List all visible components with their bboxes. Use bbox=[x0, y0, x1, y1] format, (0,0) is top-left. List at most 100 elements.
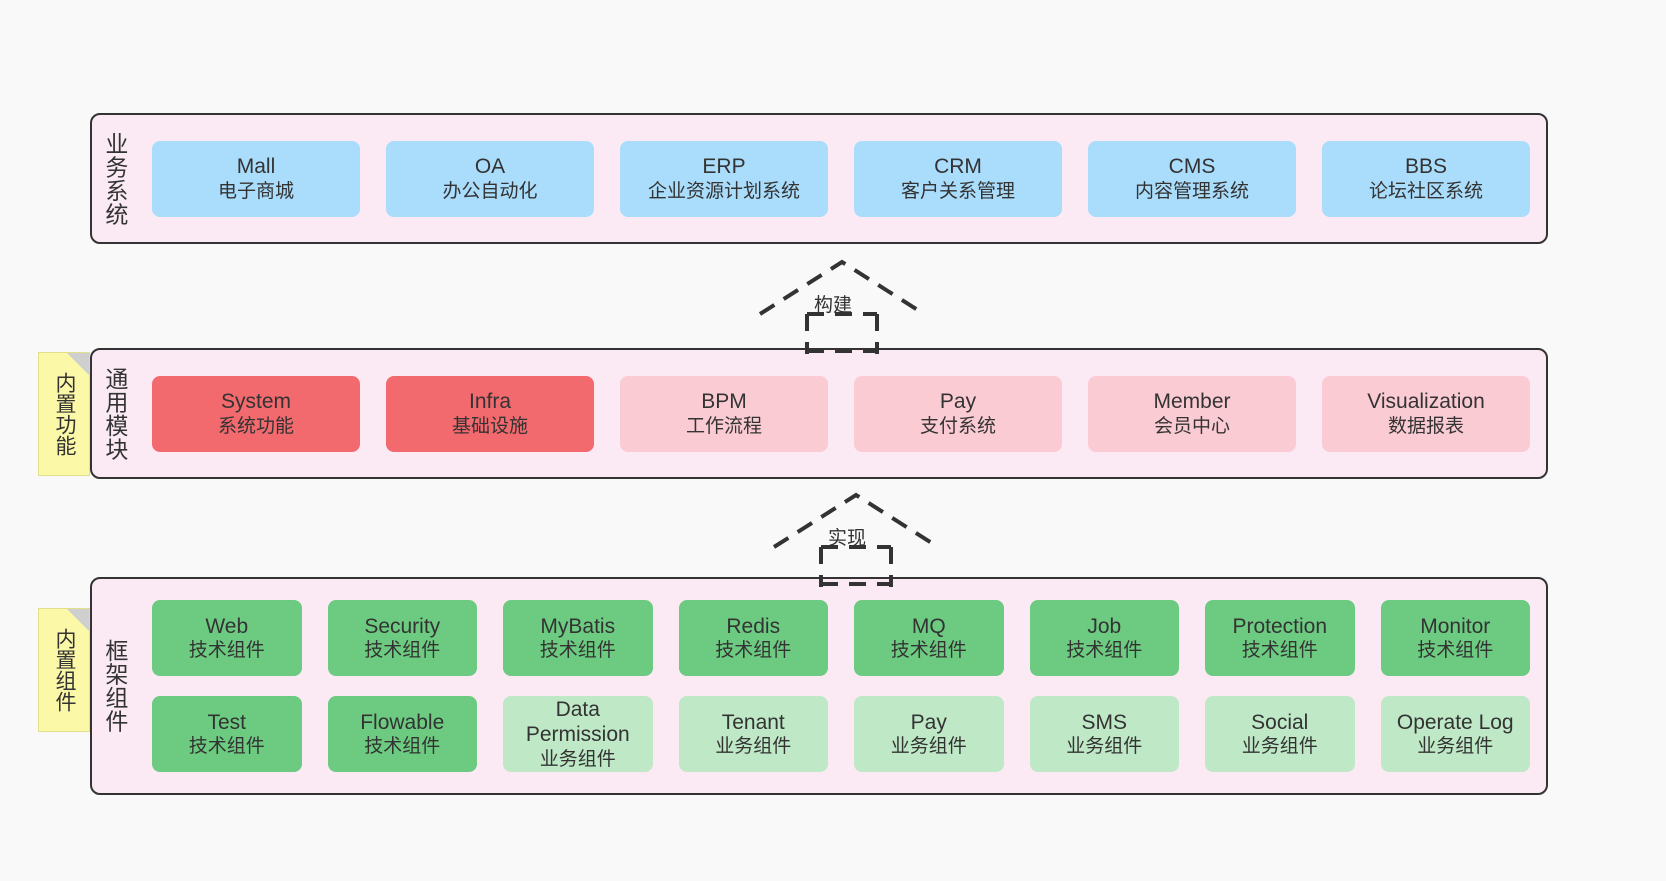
arrow-implement: 实现 bbox=[766, 487, 946, 587]
arrow-build-icon bbox=[758, 259, 926, 354]
note-builtin-function: 内置功能 bbox=[38, 352, 90, 476]
layer-row: Web 技术组件 Security 技术组件 MyBatis 技术组件 Redi… bbox=[152, 600, 1530, 676]
node-title: Monitor bbox=[1420, 614, 1491, 638]
node-title: ERP bbox=[702, 155, 746, 179]
node-title: Security bbox=[364, 614, 441, 638]
node-subtitle: 办公自动化 bbox=[442, 180, 538, 202]
node-title: Tenant bbox=[721, 710, 785, 734]
layer-common-module: 通用模块 System 系统功能 Infra 基础设施 BPM 工作流程 Pay… bbox=[90, 348, 1548, 479]
node-title: Flowable bbox=[360, 710, 445, 734]
layer-body-common-module: System 系统功能 Infra 基础设施 BPM 工作流程 Pay 支付系统… bbox=[136, 350, 1546, 477]
node-job[interactable]: Job 技术组件 bbox=[1029, 600, 1179, 676]
node-title: Web bbox=[205, 614, 249, 638]
note-fold-icon bbox=[67, 609, 89, 631]
node-subtitle: 业务组件 bbox=[890, 736, 967, 758]
layer-body-framework-component: Web 技术组件 Security 技术组件 MyBatis 技术组件 Redi… bbox=[136, 579, 1546, 793]
node-security[interactable]: Security 技术组件 bbox=[327, 600, 477, 676]
node-subtitle: 业务组件 bbox=[539, 749, 616, 771]
node-subtitle: 技术组件 bbox=[364, 640, 441, 662]
layer-title-framework-component: 框架组件 bbox=[101, 639, 128, 733]
node-visualization[interactable]: Visualization 数据报表 bbox=[1322, 375, 1530, 452]
node-monitor[interactable]: Monitor 技术组件 bbox=[1380, 600, 1530, 676]
node-pay-business[interactable]: Pay 业务组件 bbox=[854, 696, 1004, 772]
node-subtitle: 技术组件 bbox=[1241, 640, 1318, 662]
node-system[interactable]: System 系统功能 bbox=[152, 375, 360, 452]
node-test[interactable]: Test 技术组件 bbox=[152, 696, 302, 772]
node-subtitle: 技术组件 bbox=[364, 736, 441, 758]
node-cms[interactable]: CMS 内容管理系统 bbox=[1088, 140, 1296, 217]
node-mq[interactable]: MQ 技术组件 bbox=[854, 600, 1004, 676]
node-title: System bbox=[220, 390, 291, 414]
node-subtitle: 支付系统 bbox=[919, 415, 996, 437]
node-flowable[interactable]: Flowable 技术组件 bbox=[327, 696, 477, 772]
node-subtitle: 技术组件 bbox=[539, 640, 616, 662]
layer-framework-component: 框架组件 Web 技术组件 Security 技术组件 MyBatis 技术组件… bbox=[90, 577, 1548, 795]
node-infra[interactable]: Infra 基础设施 bbox=[386, 375, 594, 452]
node-title: CRM bbox=[934, 155, 982, 179]
node-subtitle: 业务组件 bbox=[1241, 736, 1318, 758]
node-subtitle: 技术组件 bbox=[890, 640, 967, 662]
node-subtitle: 企业资源计划系统 bbox=[647, 180, 800, 202]
node-title: CMS bbox=[1168, 155, 1216, 179]
layer-row: Mall 电子商城 OA 办公自动化 ERP 企业资源计划系统 CRM 客户关系… bbox=[152, 140, 1530, 217]
node-subtitle: 技术组件 bbox=[188, 640, 265, 662]
layer-title-business-system: 业务系统 bbox=[101, 131, 128, 226]
node-title: Job bbox=[1087, 614, 1122, 638]
node-subtitle: 数据报表 bbox=[1387, 415, 1464, 437]
arrow-implement-icon bbox=[772, 492, 940, 587]
node-subtitle: 技术组件 bbox=[188, 736, 265, 758]
node-social[interactable]: Social 业务组件 bbox=[1205, 696, 1355, 772]
arrow-build: 构建 bbox=[752, 254, 932, 354]
node-operate-log[interactable]: Operate Log 业务组件 bbox=[1380, 696, 1530, 772]
node-data-permission[interactable]: Data Permission 业务组件 bbox=[503, 696, 653, 772]
node-subtitle: 业务组件 bbox=[1066, 736, 1143, 758]
node-title: Infra bbox=[468, 390, 512, 414]
node-subtitle: 工作流程 bbox=[685, 415, 762, 437]
node-title: Pay bbox=[939, 390, 977, 414]
node-protection[interactable]: Protection 技术组件 bbox=[1205, 600, 1355, 676]
node-subtitle: 技术组件 bbox=[715, 640, 792, 662]
node-sms[interactable]: SMS 业务组件 bbox=[1029, 696, 1179, 772]
node-title: Protection bbox=[1232, 614, 1328, 638]
node-member[interactable]: Member 会员中心 bbox=[1088, 375, 1296, 452]
arrow-build-label: 构建 bbox=[814, 295, 853, 316]
note-builtin-component: 内置组件 bbox=[38, 608, 90, 732]
node-title: Operate Log bbox=[1396, 710, 1514, 734]
node-tenant[interactable]: Tenant 业务组件 bbox=[678, 696, 828, 772]
node-web[interactable]: Web 技术组件 bbox=[152, 600, 302, 676]
node-subtitle: 会员中心 bbox=[1153, 415, 1230, 437]
node-mybatis[interactable]: MyBatis 技术组件 bbox=[503, 600, 653, 676]
node-mall[interactable]: Mall 电子商城 bbox=[152, 140, 360, 217]
node-erp[interactable]: ERP 企业资源计划系统 bbox=[620, 140, 828, 217]
node-title: Visualization bbox=[1367, 390, 1485, 414]
node-title: BBS bbox=[1404, 155, 1448, 179]
node-title: Social bbox=[1251, 710, 1309, 734]
node-pay[interactable]: Pay 支付系统 bbox=[854, 375, 1062, 452]
node-subtitle: 业务组件 bbox=[715, 736, 792, 758]
note-label: 内置组件 bbox=[52, 628, 76, 712]
layer-body-business-system: Mall 电子商城 OA 办公自动化 ERP 企业资源计划系统 CRM 客户关系… bbox=[136, 115, 1546, 242]
node-subtitle: 业务组件 bbox=[1417, 736, 1494, 758]
node-title: MQ bbox=[911, 614, 946, 638]
node-bbs[interactable]: BBS 论坛社区系统 bbox=[1322, 140, 1530, 217]
node-subtitle: 基础设施 bbox=[451, 415, 528, 437]
node-oa[interactable]: OA 办公自动化 bbox=[386, 140, 594, 217]
note-label: 内置功能 bbox=[52, 372, 76, 456]
node-crm[interactable]: CRM 客户关系管理 bbox=[854, 140, 1062, 217]
node-bpm[interactable]: BPM 工作流程 bbox=[620, 375, 828, 452]
node-title: Redis bbox=[726, 614, 781, 638]
note-fold-icon bbox=[67, 353, 89, 375]
node-subtitle: 系统功能 bbox=[217, 415, 294, 437]
layer-business-system: 业务系统 Mall 电子商城 OA 办公自动化 ERP 企业资源计划系统 CRM… bbox=[90, 113, 1548, 244]
node-title: BPM bbox=[701, 390, 747, 414]
node-redis[interactable]: Redis 技术组件 bbox=[678, 600, 828, 676]
node-title: Test bbox=[207, 710, 246, 734]
node-title: Mall bbox=[236, 155, 276, 179]
node-title: SMS bbox=[1081, 710, 1127, 734]
node-subtitle: 客户关系管理 bbox=[900, 180, 1015, 202]
node-title: OA bbox=[474, 155, 506, 179]
arrow-implement-label: 实现 bbox=[828, 528, 867, 549]
layer-title-common-module: 通用模块 bbox=[101, 366, 128, 461]
node-subtitle: 论坛社区系统 bbox=[1368, 180, 1483, 202]
